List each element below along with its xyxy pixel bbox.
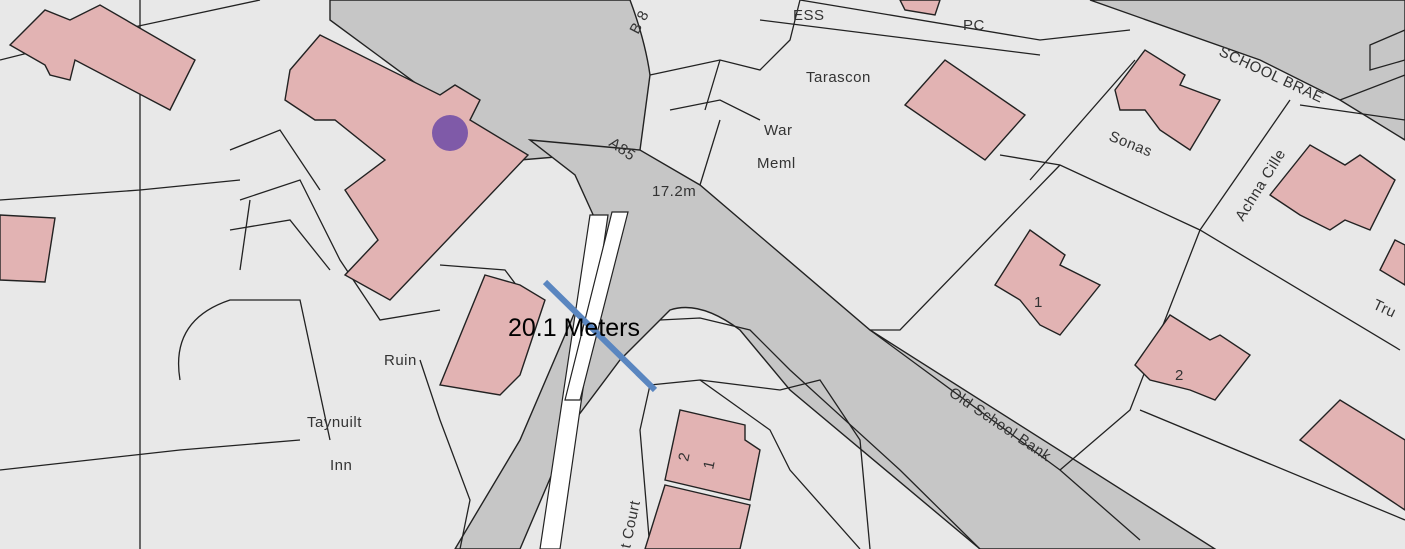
lane-markings — [539, 211, 629, 549]
label-tarascon: Tarascon — [806, 69, 871, 86]
label-ruin: Ruin — [384, 352, 417, 369]
label-taynuilt: Taynuilt — [307, 414, 362, 431]
label-house-1: 1 — [1034, 294, 1043, 311]
building-inn — [284, 34, 530, 301]
label-pc: PC — [963, 17, 985, 34]
road-network — [329, 0, 1405, 549]
building-terrace-bottom — [644, 484, 751, 549]
building-top-center — [899, 0, 941, 16]
label-terrace-2: 2 — [675, 451, 693, 463]
building-1 — [994, 229, 1102, 336]
label-meml: Meml — [757, 155, 796, 172]
building-sonas — [1114, 49, 1222, 151]
building-ruin — [439, 274, 546, 396]
measurement-label: 20.1 Meters — [508, 314, 640, 342]
building-tru — [1379, 239, 1405, 286]
label-house-2: 2 — [1175, 367, 1184, 384]
building-terrace-top — [664, 409, 761, 501]
location-marker-icon[interactable] — [432, 115, 468, 151]
label-ess: ESS — [793, 7, 825, 24]
building-nw — [8, 4, 196, 111]
label-inn: Inn — [330, 457, 352, 474]
building-achna — [1268, 144, 1396, 231]
measurement-line[interactable] — [542, 279, 658, 393]
label-terrace-1: 1 — [700, 459, 718, 471]
building-w — [0, 214, 56, 283]
building-2 — [1134, 314, 1252, 401]
building-se — [1298, 399, 1405, 511]
building-tarascon — [903, 59, 1027, 161]
label-war: War — [764, 122, 792, 139]
label-spot-height: 17.2m — [652, 183, 696, 200]
